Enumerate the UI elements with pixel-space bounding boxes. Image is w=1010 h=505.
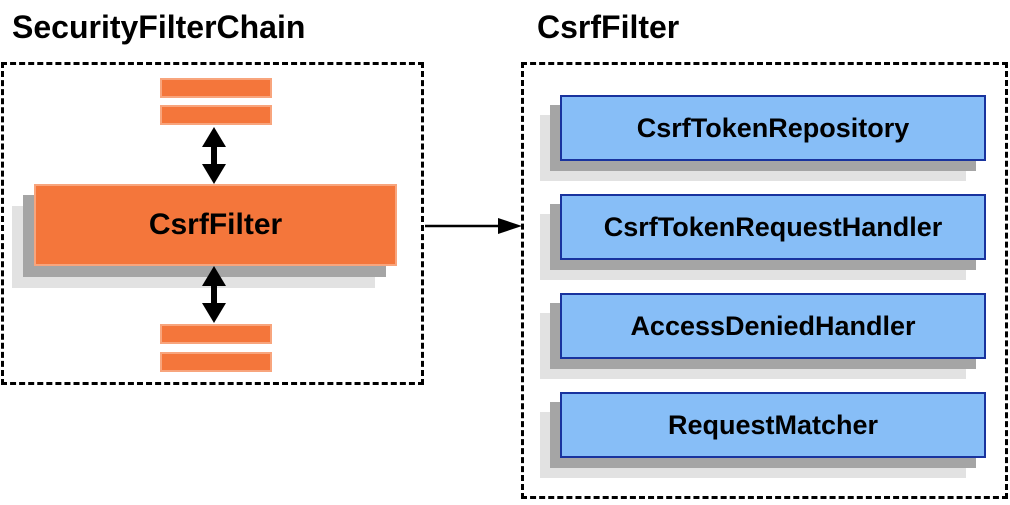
flow-arrow-icon	[425, 218, 522, 234]
filter-placeholder-bar	[160, 352, 272, 372]
component-label: CsrfTokenRequestHandler	[603, 211, 943, 242]
component-csrf-token-repository: CsrfTokenRepository	[560, 95, 986, 161]
component-request-matcher: RequestMatcher	[560, 392, 986, 458]
component-access-denied-handler: AccessDeniedHandler	[560, 293, 986, 359]
component-label: AccessDeniedHandler	[630, 310, 916, 341]
csrf-filter-title: CsrfFilter	[537, 9, 680, 45]
filter-placeholder-bar	[160, 78, 272, 98]
security-filter-chain-container	[1, 62, 424, 385]
security-filter-chain-title: SecurityFilterChain	[12, 9, 306, 45]
component-label: CsrfTokenRepository	[636, 112, 910, 143]
bidirectional-arrow-icon	[202, 266, 226, 323]
component-csrf-token-request-handler: CsrfTokenRequestHandler	[560, 194, 986, 260]
csrf-filter-node-label: CsrfFilter	[148, 208, 283, 241]
bidirectional-arrow-icon	[202, 127, 226, 184]
csrf-filter-container	[521, 62, 1008, 499]
filter-placeholder-bar	[160, 324, 272, 344]
filter-placeholder-bar	[160, 105, 272, 125]
csrf-filter-node: CsrfFilter	[34, 184, 397, 266]
component-label: RequestMatcher	[667, 409, 879, 440]
